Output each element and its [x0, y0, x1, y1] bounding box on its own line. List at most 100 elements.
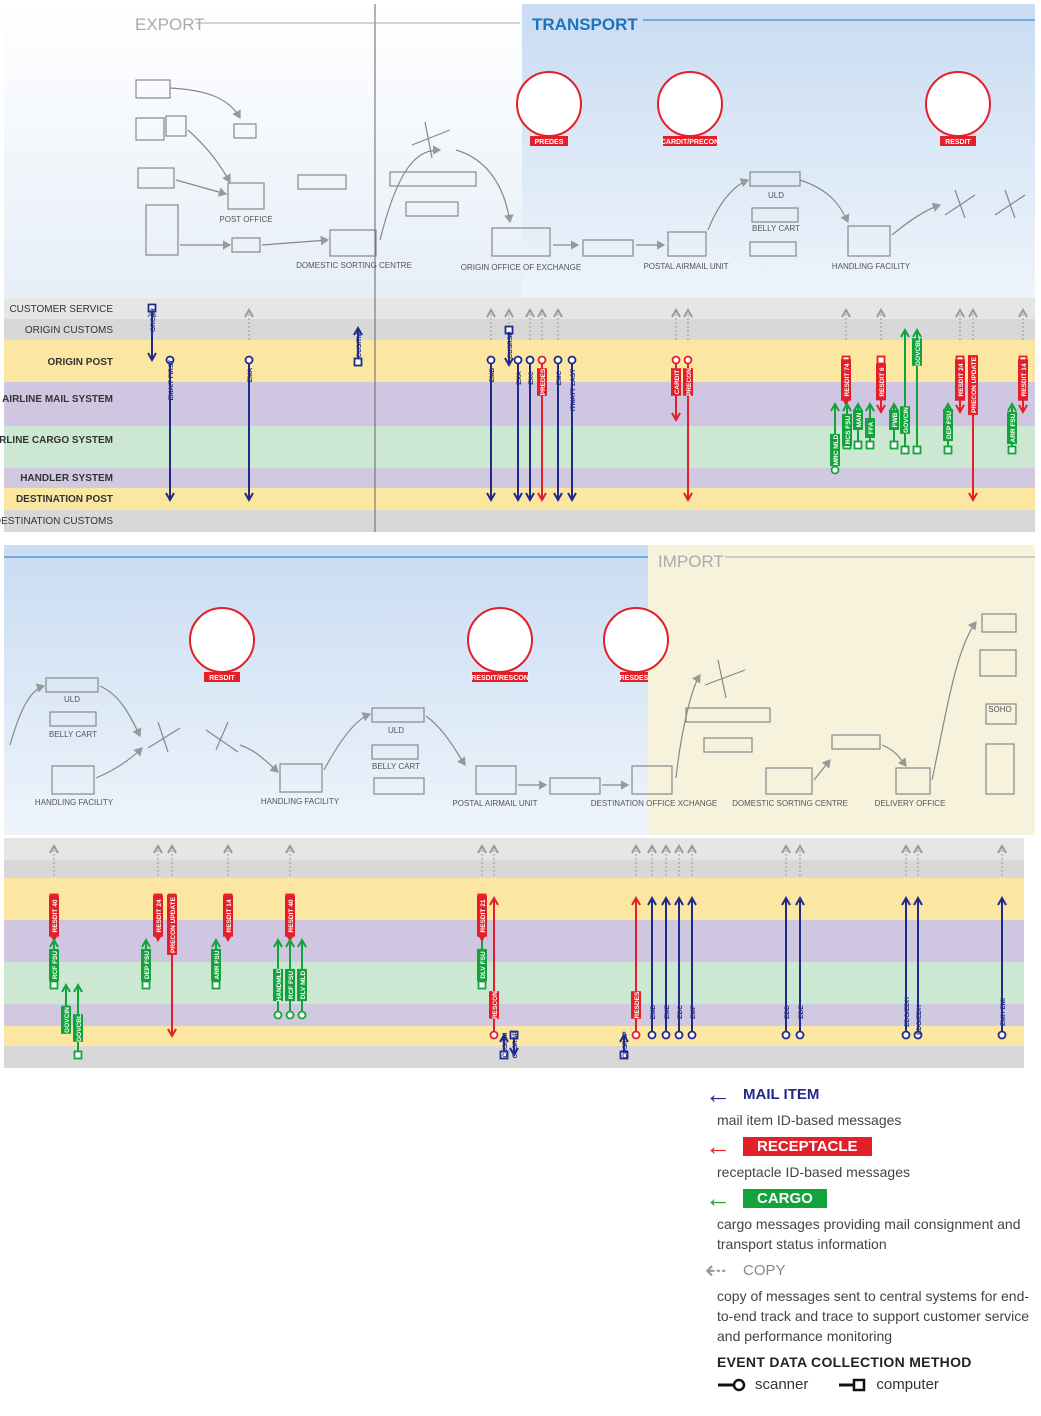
message-label: DLV MLD	[300, 970, 307, 999]
computer-endpoint	[509, 1030, 519, 1040]
legend-method: EVENT DATA COLLECTION METHOD scanner com…	[705, 1354, 1035, 1393]
message-label: EME	[664, 1004, 671, 1019]
arrowhead	[504, 357, 514, 368]
arrowhead	[211, 937, 221, 948]
letter-icon	[135, 79, 171, 99]
message-label: EMAIT FIRST	[168, 360, 175, 401]
legend-computer-label: computer	[876, 1376, 939, 1393]
uld-icon	[749, 171, 801, 187]
handling-facility-icon	[847, 225, 891, 257]
arrowhead	[674, 895, 684, 906]
arrowhead	[853, 401, 863, 412]
arrow-left-icon: ←	[705, 1131, 731, 1161]
computer-icon	[135, 117, 165, 141]
dotted-arrow-left-icon: ⇠	[705, 1255, 727, 1285]
computer-icon	[839, 1378, 866, 1391]
message-label-box	[889, 410, 899, 430]
message-label-box	[968, 355, 978, 415]
label-handling-facility-b: HANDLING FACILITY	[35, 798, 114, 807]
message-label-box	[477, 895, 487, 937]
scanner-endpoint	[297, 1010, 307, 1020]
arrowhead	[73, 982, 83, 993]
legend-receptacle-tag: RECEPTACLE	[743, 1136, 872, 1156]
message-label: GOVCBL	[915, 338, 922, 366]
scanner-endpoint	[244, 355, 254, 365]
label-destination-office-exchange: DESTINATION OFFICE XCHANGE	[591, 799, 718, 808]
arrowhead	[647, 843, 657, 854]
legend-copy-desc: copy of messages sent to central systems…	[717, 1288, 1030, 1344]
arrowhead	[876, 404, 886, 415]
arrowhead	[153, 843, 163, 854]
scanner-endpoint	[647, 1030, 657, 1040]
legend-cargo-desc: cargo messages providing mail consignmen…	[717, 1216, 1021, 1252]
badge-resdit-bottom: RESDIT	[209, 675, 235, 682]
message-label: EMC	[556, 370, 563, 385]
arrowhead	[889, 401, 899, 412]
office-exchange-icon	[491, 227, 551, 257]
message-label-box	[865, 418, 875, 438]
label-handling-facility-b2: HANDLING FACILITY	[261, 797, 340, 806]
message-label: DEP FSU	[946, 411, 953, 439]
arrowhead	[661, 843, 671, 854]
scanner-endpoint	[567, 355, 577, 365]
message-label-box	[842, 413, 852, 447]
message-label-box	[955, 359, 965, 401]
message-label: RESDIT 21	[480, 899, 487, 932]
transport-background-bottom	[4, 545, 648, 835]
message-label: RESDIT 6	[879, 367, 886, 397]
message-label-box	[167, 895, 177, 955]
message-label: ORCAR	[150, 308, 157, 332]
uld-icon-b2	[371, 707, 425, 723]
transport-background	[522, 4, 1035, 300]
arrowhead	[285, 843, 295, 854]
arrowhead	[167, 843, 177, 854]
computer-endpoint	[619, 1050, 629, 1060]
arrowhead	[567, 492, 577, 503]
message-label: EDG/EDH	[916, 1005, 923, 1035]
computer-endpoint	[853, 440, 863, 450]
arrowhead	[244, 307, 254, 318]
message-label: MAN	[856, 412, 863, 427]
row-label-airline-mail-system: AIRLINE MAIL SYSTEM	[2, 394, 113, 405]
scanner-endpoint	[486, 355, 496, 365]
arrowhead	[647, 895, 657, 906]
label-delivery-office: DELIVERY OFFICE	[875, 799, 946, 808]
top-swimlanes	[4, 298, 1035, 532]
handling-facility-icon-b2	[279, 763, 323, 793]
arrowhead	[141, 937, 151, 948]
arrowhead	[504, 307, 514, 318]
scanner-endpoint	[913, 1030, 923, 1040]
message-label: RESDIT 24	[958, 363, 965, 396]
message-label-box	[61, 1006, 71, 1034]
arrowhead	[968, 307, 978, 318]
message-label: EXC	[528, 371, 535, 385]
message-label: GOVCIN	[64, 1007, 71, 1033]
message-label: RCS FSU	[845, 415, 852, 444]
label-soho-b: SOHO	[988, 705, 1012, 714]
post-office-icon	[227, 182, 265, 210]
badge-resdit-top: RESDIT	[945, 139, 971, 146]
arrow-left-icon: ←	[705, 1079, 731, 1109]
message-label: EMB	[489, 367, 496, 382]
row-label-customer-service: CUSTOMER SERVICE	[9, 304, 113, 315]
arrowhead	[901, 843, 911, 854]
scanner-icon	[718, 1378, 746, 1391]
legend-receptacle: ←RECEPTACLE receptacle ID-based messages	[705, 1131, 1035, 1182]
scanner-endpoint	[830, 465, 840, 475]
message-label: EMH EMI	[1000, 998, 1007, 1026]
scanner-endpoint	[285, 1010, 295, 1020]
arrowhead	[489, 895, 499, 906]
message-label: RESDIT 40	[288, 899, 295, 932]
message-label-box	[73, 1014, 83, 1042]
message-label-box	[683, 368, 693, 396]
message-label-box	[830, 433, 840, 467]
scanner-endpoint	[489, 1030, 499, 1040]
arrowhead	[912, 327, 922, 338]
plane3-icon-b	[704, 659, 746, 699]
arrowhead	[671, 412, 681, 423]
legend-mail-item-desc: mail item ID-based messages	[717, 1112, 902, 1128]
arrowhead	[631, 843, 641, 854]
bottom-flow-graphics	[9, 613, 1017, 795]
delivery-office-icon	[895, 767, 931, 795]
